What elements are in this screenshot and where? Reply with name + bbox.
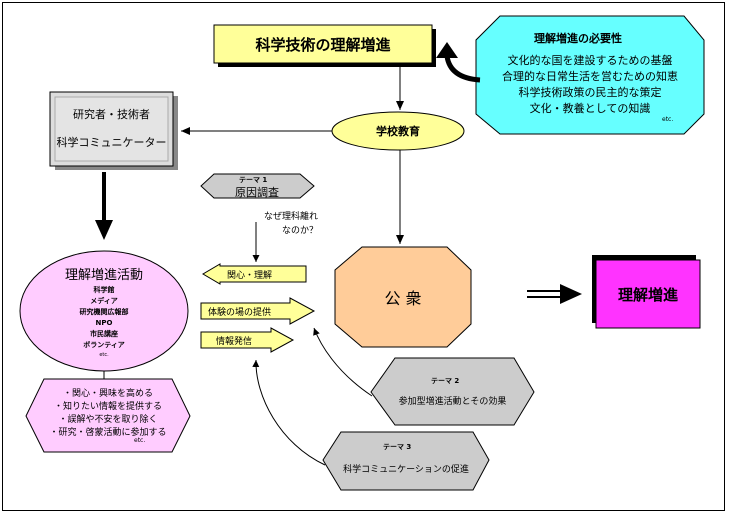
necessity-content: 理解増進の必要性 文化的な国を建設するための基盤 合理的な日常生活を営むための知… [476,16,704,134]
goals-item-2: ・知りたい情報を提供する [53,402,162,412]
title-box [213,24,433,64]
school-label: 学校教育 [376,125,420,138]
activities-item-4: NPO [95,318,113,327]
arrow-interest: 関心・理解 [227,271,273,281]
arrow-experience: 体験の場の提供 [208,308,272,318]
question-line-1: なぜ理科離れ [264,212,319,222]
public-octagon [334,246,472,348]
public-label: 公 衆 [384,289,422,308]
activities-etc: etc. [99,351,109,358]
activities-item-5: 市民講座 [90,329,118,338]
activities-content: 理解増進活動 科学館 メディア 研究機関広報部 NPO 市民講座 ボランティア … [20,251,188,371]
theme3-tag: テーマ 3 [383,443,412,451]
arrow-interest-shape [202,263,307,285]
necessity-arrow [444,55,481,83]
arrow-info: 情報発信 [216,337,253,347]
theme2-text: 参加型増進活動とその効果 [398,397,507,407]
activities-item-6: ボランティア [83,340,125,349]
theme3-text: 科学コミュニケーションの促進 [343,465,469,475]
theme1-text: 原因調査 [235,186,279,199]
goals-etc: etc. [134,437,146,444]
arrow-experience-shape [200,297,316,325]
researchers-to-activities-head [95,220,113,240]
question-line-2: なのか？ [282,226,319,236]
theme3-connector [252,359,326,466]
theme2-connector [313,327,373,397]
researchers-line-1: 研究者・技術者 [73,108,150,121]
necessity-etc: etc. [662,116,674,123]
necessity-arrow-head [436,42,458,58]
necessity-line-1: 文化的な国を建設するための基盤 [507,54,673,67]
goals-item-4: ・研究・啓蒙活動に参加する [49,428,167,438]
researchers-line-2: 科学コミュニケーター [56,136,167,149]
result-box [595,259,701,329]
goals-hexagon [25,378,191,453]
theme2-hexagon [370,357,535,426]
theme2-content: テーマ 2 参加型増進活動とその効果 [371,358,534,425]
researchers-box-inner [54,96,169,162]
goals-content: ・関心・興味を高める ・知りたい情報を提供する ・誤解や不安を取り除く ・研究・… [26,379,190,452]
necessity-box [475,15,705,135]
activities-item-2: メディア [90,296,118,305]
researchers-label: 研究者・技術者 科学コミュニケーター [50,92,173,166]
theme1-tag: テーマ 1 [239,176,268,184]
necessity-line-4: 文化・教養としての知識 [529,102,651,115]
goals-item-3: ・誤解や不安を取り除く [58,415,158,425]
necessity-heading: 理解増進の必要性 [534,32,622,45]
theme2-tag: テーマ 2 [431,377,460,385]
necessity-line-2: 合理的な日常生活を営むための知恵 [502,70,678,83]
theme3-hexagon [322,431,490,491]
arrow-info-shape [200,327,295,353]
goals-item-1: ・関心・興味を高める [62,389,153,399]
activities-item-1: 科学館 [93,285,115,294]
title-label: 科学技術の理解増進 [255,35,391,54]
activities-title: 理解増進活動 [64,267,143,283]
activities-item-3: 研究機関広報部 [79,307,129,316]
theme1-hexagon [200,173,315,199]
necessity-line-3: 科学技術政策の民主的な策定 [518,86,662,99]
result-label: 理解増進 [617,285,678,304]
public-to-result-head [560,284,582,304]
theme3-content: テーマ 3 科学コミュニケーションの促進 [323,432,489,490]
theme1-content: テーマ 1 原因調査 [201,174,314,199]
